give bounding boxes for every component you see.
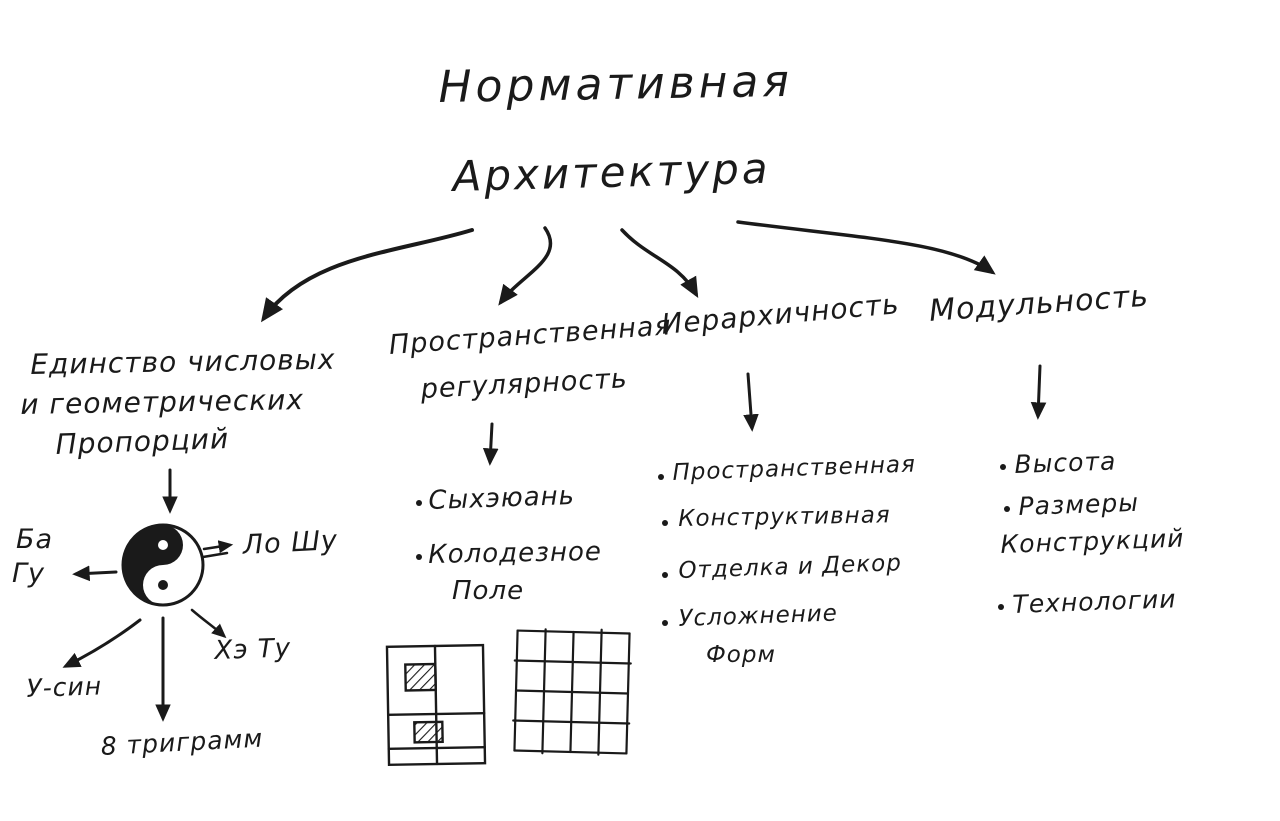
bullet-dot: [662, 620, 668, 626]
proportions-heading-line-1: Единство числовых: [30, 342, 336, 381]
bullet-dot: [1000, 464, 1006, 470]
diagram-title-line-2: Архитектура: [452, 143, 772, 201]
arrow-yinyang-to-loshu: [202, 540, 234, 554]
arrow-hierarchy-down: [743, 372, 759, 432]
bullet-dot: [416, 554, 422, 560]
modularity-item-construction-sizes-line-1: Размеры: [1018, 487, 1140, 521]
bullet-dot: [658, 474, 664, 480]
diagram-title-line-1: Нормативная: [438, 55, 794, 113]
u-sin-label: У-син: [26, 671, 103, 703]
arrow-title-to-spatial: [498, 226, 553, 306]
spatial-item-siheyuan: Сыхэюань: [428, 480, 576, 516]
yin-yang-symbol: [121, 523, 205, 607]
arrow-title-to-hierarchy: [620, 228, 699, 298]
bullet-dot: [1004, 506, 1010, 512]
ba-gu-label-line-1: Ба: [16, 524, 54, 555]
siheyuan-plan-sketch: [385, 643, 487, 767]
bullet-dot: [662, 572, 668, 578]
arrow-modularity-down: [1030, 364, 1047, 420]
proportions-heading-line-2: и геометрических: [20, 383, 305, 421]
modularity-item-height: Высота: [1014, 446, 1117, 479]
lo-shu-label: Ло Шу: [242, 525, 339, 561]
he-tu-label: Хэ Ту: [214, 633, 292, 666]
arrow-title-to-modularity: [736, 220, 996, 275]
arrow-title-to-proportions: [260, 228, 474, 323]
bullet-dot: [998, 604, 1004, 610]
hierarchy-item-form-complexity-line-2: Форм: [706, 642, 776, 668]
arrow-spatial-down: [482, 422, 499, 466]
arrow-yinyang-to-loshu-second-line: [201, 551, 229, 559]
arrow-yinyang-to-hetu: [190, 608, 227, 639]
bullet-dot: [416, 500, 422, 506]
spatial-item-well-field-line-1: Колодезное: [428, 536, 603, 570]
arrow-yinyang-to-bagu: [72, 565, 118, 582]
proportions-heading-line-3: Пропорций: [55, 421, 230, 461]
spatial-item-well-field-line-2: Поле: [452, 576, 525, 606]
bullet-dot: [662, 520, 668, 526]
hierarchy-item-form-complexity-line-1: Усложнение: [678, 600, 839, 632]
hierarchy-item-constructive: Конструктивная: [678, 502, 891, 532]
modularity-item-technologies: Технологии: [1012, 584, 1177, 619]
ba-gu-label-line-2: Гу: [12, 558, 46, 589]
arrow-yinyang-to-usin: [62, 618, 142, 668]
well-field-grid-sketch: [512, 628, 632, 756]
